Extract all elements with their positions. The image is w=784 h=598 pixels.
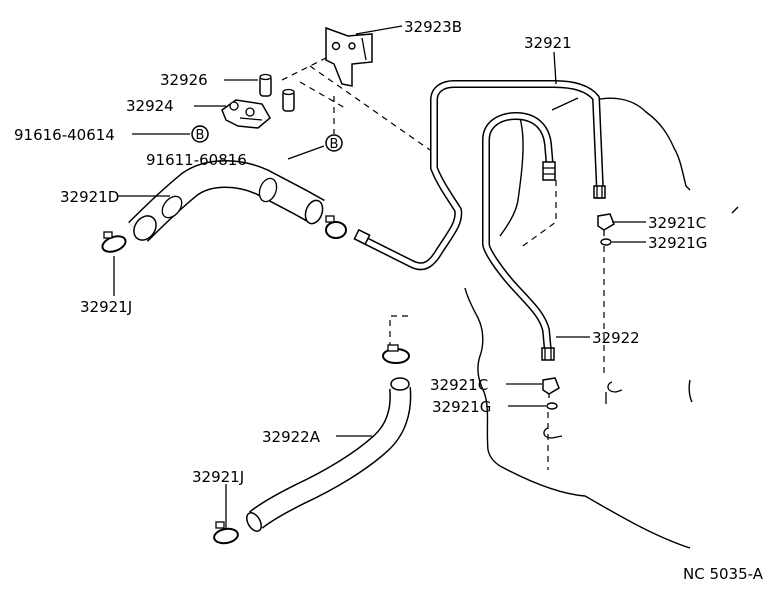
- label-32921c-top: 32921C: [648, 214, 706, 232]
- bracket-32923b: [325, 26, 373, 87]
- union-bolt-32921c-bottom: [542, 377, 560, 398]
- label-32921j-bottom: 32921J: [192, 468, 244, 486]
- assembly-dash-lines: [281, 55, 605, 470]
- part-labels: 32923B 32921 32926 32924 91616-40614 916…: [14, 18, 764, 583]
- gasket-32921g-top: [600, 238, 612, 246]
- svg-text:B: B: [196, 128, 205, 143]
- union-bolt-32921c-top: [597, 213, 615, 236]
- pipe-32921: [353, 80, 606, 271]
- hose-32921d: [128, 160, 325, 242]
- label-32926: 32926: [160, 71, 208, 89]
- clamp-32921j-top: [101, 231, 127, 253]
- label-32921g-top: 32921G: [648, 234, 707, 252]
- clamp-near-pipe: [325, 215, 347, 239]
- port-fittings: [543, 381, 623, 439]
- diagram-code: NC 5035-A: [683, 565, 764, 583]
- hose-32922a: [246, 377, 412, 532]
- label-32924: 32924: [126, 97, 174, 115]
- clamp-32922a-top: [382, 344, 410, 364]
- label-91616-40614: 91616-40614: [14, 126, 115, 144]
- label-32922: 32922: [592, 329, 640, 347]
- bolt-91611: B: [325, 134, 343, 152]
- gasket-32921g-bottom: [546, 402, 558, 410]
- label-32921: 32921: [524, 34, 572, 52]
- label-32921c-bottom: 32921C: [430, 376, 488, 394]
- pipe-32922: [482, 112, 556, 361]
- label-32921d: 32921D: [60, 188, 119, 206]
- leader-lines: [113, 25, 646, 528]
- clamp-32921j-bottom: [213, 521, 239, 545]
- label-32922a: 32922A: [262, 428, 321, 446]
- label-91611-60816: 91611-60816: [146, 151, 247, 169]
- label-32923b: 32923B: [404, 18, 462, 36]
- bolt-91616: B: [191, 125, 209, 143]
- pipe-32926: [259, 73, 295, 112]
- engine-case-outline: [464, 97, 739, 549]
- svg-text:B: B: [330, 137, 339, 152]
- label-32921j-top: 32921J: [80, 298, 132, 316]
- clamp-32924: [221, 99, 271, 129]
- label-32921g-bottom: 32921G: [432, 398, 491, 416]
